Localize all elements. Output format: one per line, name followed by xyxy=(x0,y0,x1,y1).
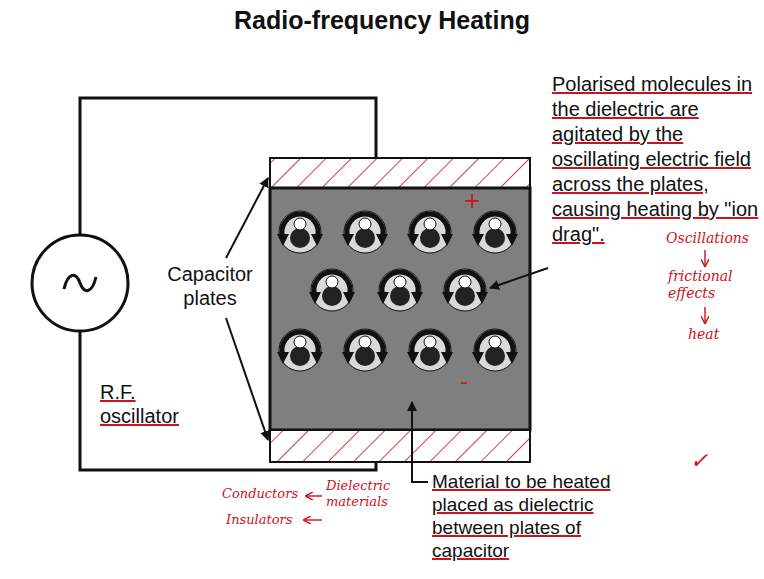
molecule xyxy=(342,329,388,371)
arrow-head xyxy=(277,234,289,246)
molecule xyxy=(309,269,355,311)
arrow-head xyxy=(342,234,354,246)
arrow-head xyxy=(277,352,289,364)
arrow-head xyxy=(343,292,355,304)
molecule-body xyxy=(474,211,516,253)
leader-arrow xyxy=(226,178,268,258)
molecule-pole xyxy=(326,276,338,288)
arrow-head xyxy=(377,292,389,304)
molecule-body xyxy=(409,211,451,253)
handwritten-note: Insulators xyxy=(226,512,306,528)
arrow-head xyxy=(376,234,388,246)
note-arrow xyxy=(306,495,322,496)
molecule-body xyxy=(344,329,386,371)
molecule xyxy=(377,269,423,311)
molecule-body xyxy=(311,269,353,311)
dielectric xyxy=(270,188,530,430)
arrow-head xyxy=(506,352,518,364)
molecule-pole xyxy=(394,276,406,288)
oscillator-symbol xyxy=(32,235,128,331)
arrow-head xyxy=(476,292,488,304)
arrow-head xyxy=(441,352,453,364)
description: Polarised molecules in the dielectric ar… xyxy=(552,72,760,247)
capacitor-plate xyxy=(270,158,530,188)
handwritten-note: Oscillations xyxy=(666,230,760,247)
molecule-body xyxy=(444,269,486,311)
description: Material to be heated placed as dielectr… xyxy=(432,470,660,562)
molecule-core xyxy=(290,228,310,248)
molecule-pole xyxy=(294,336,306,348)
molecule-pole xyxy=(459,276,471,288)
check-mark: ✓ xyxy=(690,448,720,474)
arrow-head xyxy=(411,292,423,304)
title: Radio-frequency Heating xyxy=(0,6,764,35)
handwritten-note: frictional effects xyxy=(668,268,758,302)
handwritten-note: Conductors xyxy=(222,486,306,502)
sine-symbol xyxy=(64,275,96,290)
note-arrow xyxy=(704,250,705,266)
arrow-head xyxy=(311,352,323,364)
molecule-pole xyxy=(359,218,371,230)
handwritten-note: heat xyxy=(688,326,748,343)
handwritten-note: Dielectric materials xyxy=(326,478,404,509)
molecule-pole xyxy=(294,218,306,230)
molecule xyxy=(342,211,388,253)
arrow-head xyxy=(506,234,518,246)
arrow-head xyxy=(407,352,419,364)
molecule-core xyxy=(355,346,375,366)
molecule-core xyxy=(485,228,505,248)
molecule xyxy=(472,329,518,371)
molecule-core xyxy=(485,346,505,366)
molecule xyxy=(277,329,323,371)
polarity-mark: + xyxy=(463,188,483,214)
arrow-head xyxy=(309,292,321,304)
molecule-core xyxy=(390,286,410,306)
arrow-head xyxy=(441,234,453,246)
molecule-core xyxy=(420,346,440,366)
molecule-core xyxy=(290,346,310,366)
arrow-head xyxy=(407,234,419,246)
molecule-core xyxy=(355,228,375,248)
molecule-body xyxy=(279,211,321,253)
arrow-head xyxy=(311,234,323,246)
arrow-head xyxy=(442,292,454,304)
molecule-body xyxy=(379,269,421,311)
molecule-core xyxy=(455,286,475,306)
molecule xyxy=(442,269,488,311)
molecule-pole xyxy=(424,218,436,230)
molecule xyxy=(472,211,518,253)
molecule-body xyxy=(279,329,321,371)
arrow-head xyxy=(472,352,484,364)
arrow-head xyxy=(342,352,354,364)
molecule xyxy=(407,211,453,253)
note-arrow xyxy=(704,307,705,323)
molecule-body xyxy=(474,329,516,371)
leader-arrow xyxy=(226,318,268,440)
part-label: Capacitor plates xyxy=(158,262,262,310)
molecule-pole xyxy=(489,218,501,230)
molecule-pole xyxy=(424,336,436,348)
molecule-body xyxy=(409,329,451,371)
arrow-head xyxy=(472,234,484,246)
molecule-core xyxy=(322,286,342,306)
molecule xyxy=(407,329,453,371)
capacitor-plate xyxy=(270,430,530,462)
leader-arrow xyxy=(490,268,548,288)
arrow-head xyxy=(376,352,388,364)
molecule-pole xyxy=(359,336,371,348)
molecule-core xyxy=(420,228,440,248)
part-label: R.F. oscillator xyxy=(100,380,200,428)
molecule xyxy=(277,211,323,253)
molecule-pole xyxy=(489,336,501,348)
polarity-mark: - xyxy=(460,368,480,397)
leader-arrow xyxy=(412,402,428,482)
molecule-body xyxy=(344,211,386,253)
note-arrow xyxy=(304,519,322,520)
